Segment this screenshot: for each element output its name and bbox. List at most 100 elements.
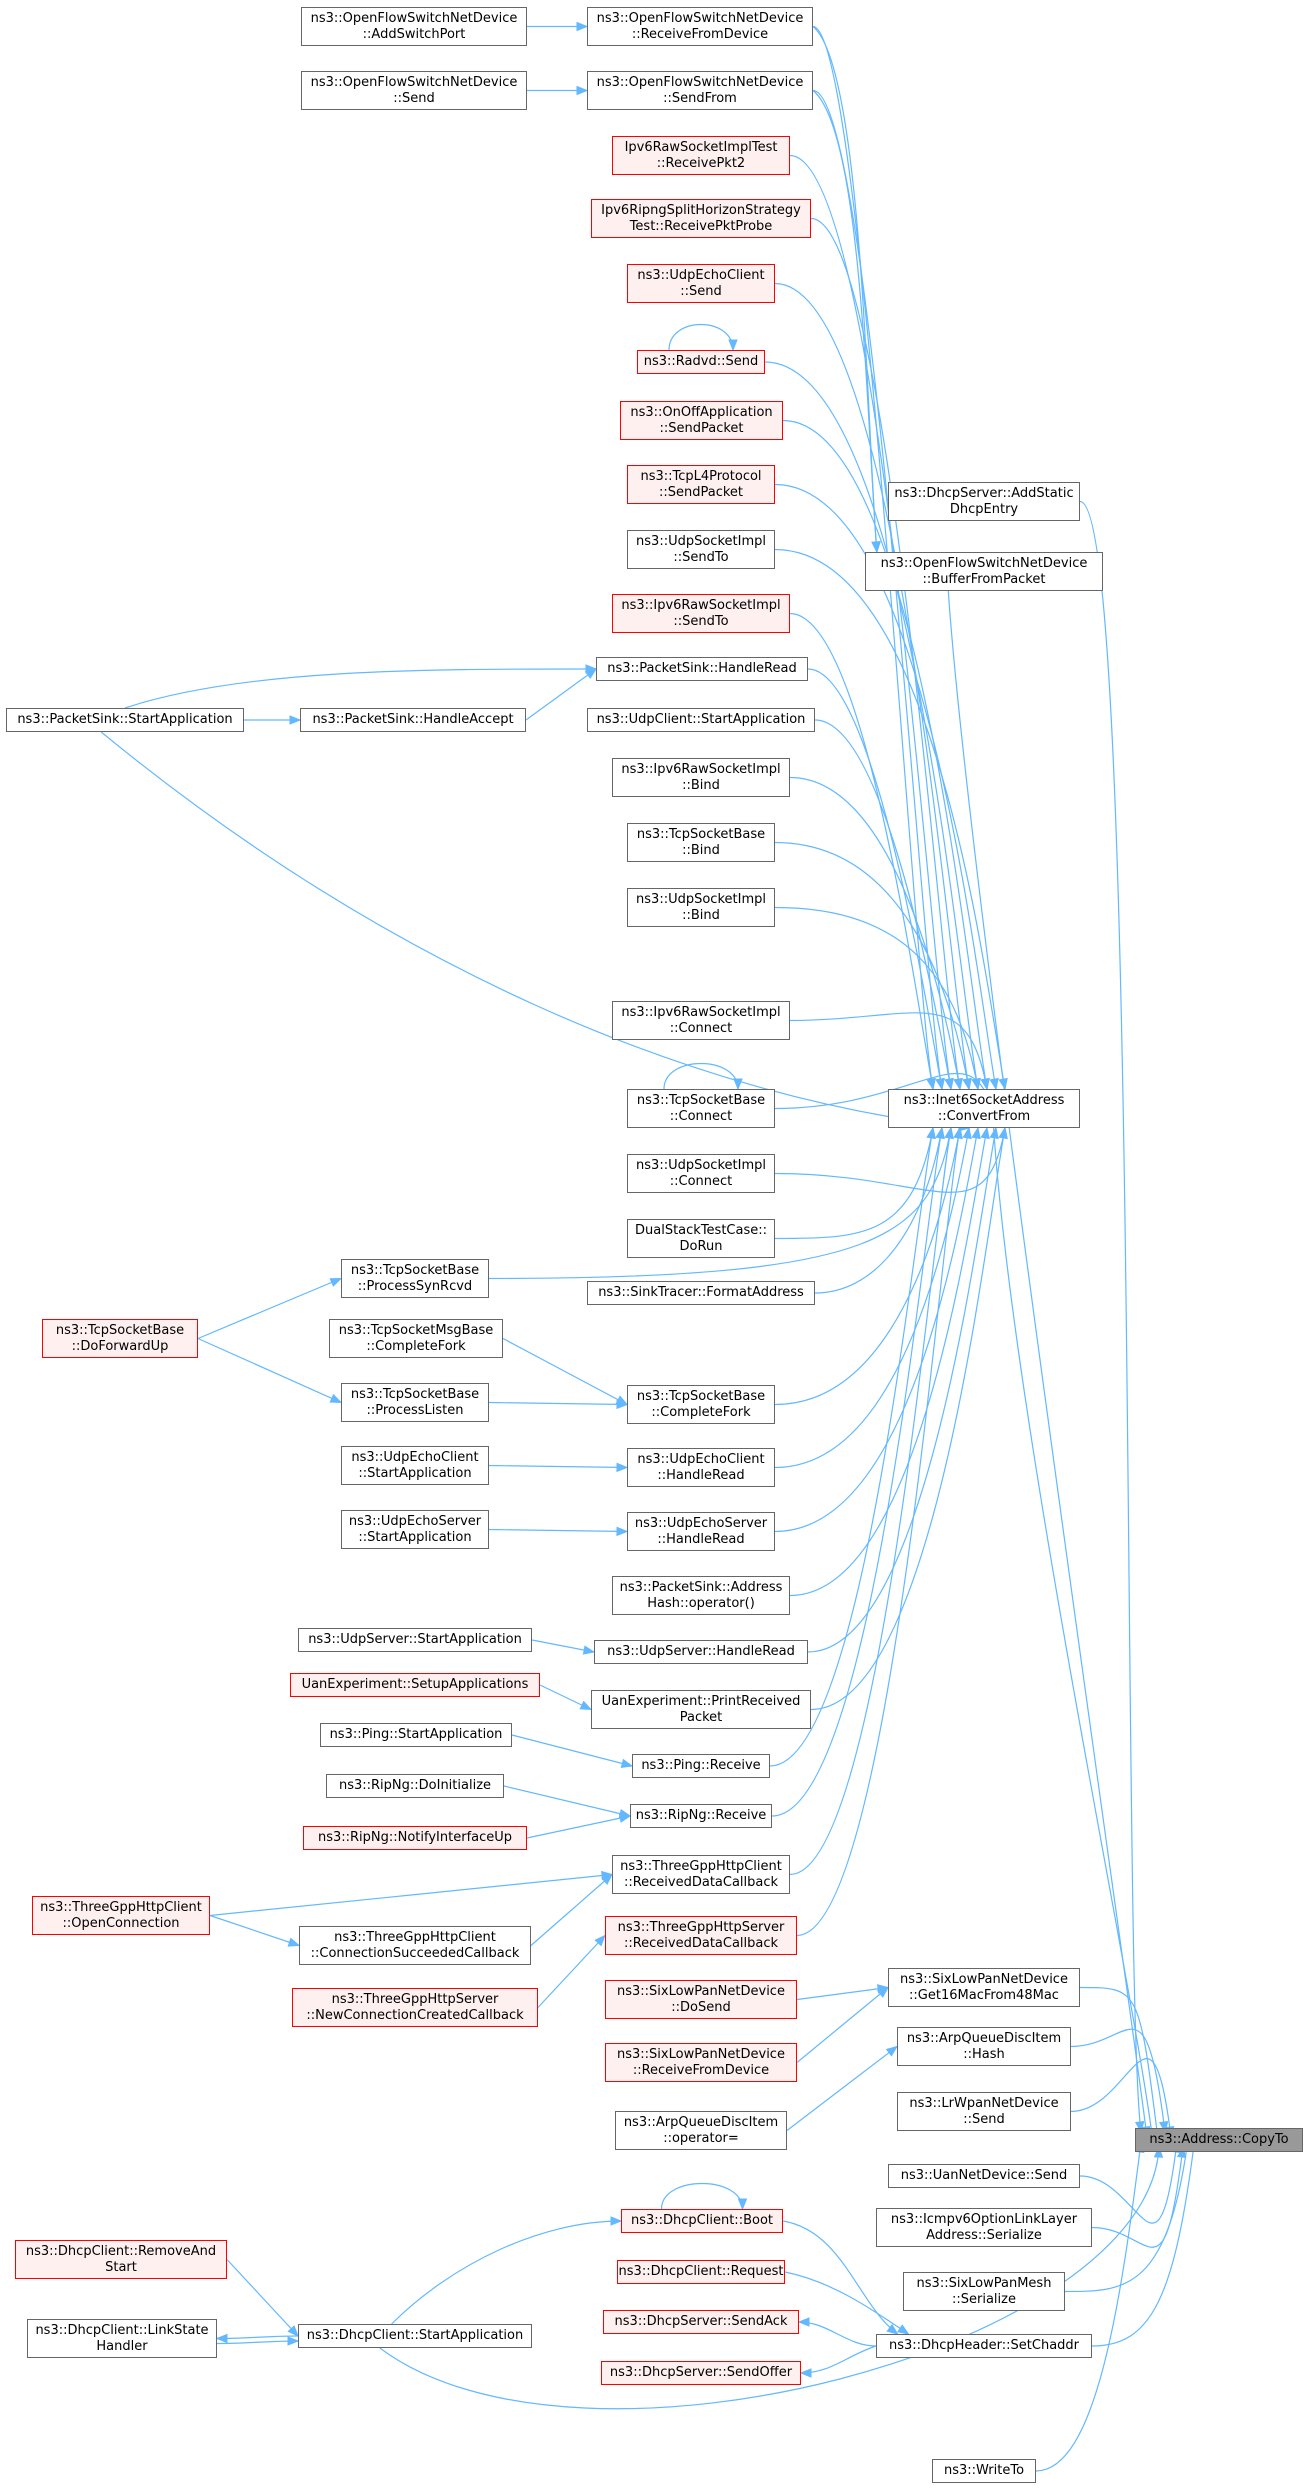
node-writeto[interactable]: ns3::WriteTo [932,2459,1036,2483]
edge-to-convertfrom [782,419,988,1090]
edge-to-convertfrom [789,1012,988,1090]
node-ipv6rawsocketimpl-sendto[interactable]: ns3::Ipv6RawSocketImpl::SendTo [612,594,790,633]
node-tcpl4protocol-sendpacket[interactable]: ns3::TcpL4Protocol::SendPacket [627,465,775,504]
node-label-line: ns3::ThreeGppHttpClient [40,1899,202,1915]
node-lrwpannetdevice-send[interactable]: ns3::LrWpanNetDevice::Send [897,2092,1071,2131]
node-udpechoclient-handleread[interactable]: ns3::UdpEchoClient::HandleRead [627,1448,775,1487]
node-uannetdevice-send[interactable]: ns3::UanNetDevice::Send [888,2164,1080,2188]
node-label-line: ns3::RipNg::Receive [635,1808,767,1823]
node-sixlowpan-dosend[interactable]: ns3::SixLowPanNetDevice::DoSend [605,1980,797,2019]
node-tcpsocketbase-connect[interactable]: ns3::TcpSocketBase::Connect [627,1089,775,1128]
node-label-line: ns3::SinkTracer::FormatAddress [598,1285,804,1300]
node-udpserver-handleread[interactable]: ns3::UdpServer::HandleRead [594,1640,808,1664]
edge-arrowhead [962,1077,972,1091]
edge-arrowhead [926,1126,936,1140]
node-ipv6rawsocketimpl-connect[interactable]: ns3::Ipv6RawSocketImpl::Connect [612,1001,790,1040]
node-label-line: ns3::SixLowPanMesh [916,2275,1052,2291]
node-udpserver-startapplication[interactable]: ns3::UdpServer::StartApplication [298,1628,532,1652]
node-udpsocketimpl-bind[interactable]: ns3::UdpSocketImpl::Bind [627,888,775,927]
node-tcpsocketbase-bind[interactable]: ns3::TcpSocketBase::Bind [627,823,775,862]
node-sixlowpan-get16macfrom48mac[interactable]: ns3::SixLowPanNetDevice::Get16MacFrom48M… [888,1968,1080,2007]
node-threegpphttpserver-receiveddatacallback[interactable]: ns3::ThreeGppHttpServer::ReceivedDataCal… [605,1916,797,1955]
edge-to-convertfrom [774,1127,934,1240]
node-dhcpclient-boot[interactable]: ns3::DhcpClient::Boot [621,2209,783,2233]
node-label-line: ::ProcessListen [366,1402,464,1418]
node-label-line: ::ReceivedDataCallback [623,1935,779,1951]
edge-arrowhead [616,1462,629,1473]
node-dhcpclient-request[interactable]: ns3::DhcpClient::Request [617,2260,785,2284]
node-packetsink-handleaccept[interactable]: ns3::PacketSink::HandleAccept [300,708,526,732]
node-threegpphttpclient-openconnection[interactable]: ns3::ThreeGppHttpClient::OpenConnection [32,1896,210,1935]
node-ipv6rawsocketimpl-bind[interactable]: ns3::Ipv6RawSocketImpl::Bind [612,758,790,797]
node-sixlowpan-receivefromdevice[interactable]: ns3::SixLowPanNetDevice::ReceiveFromDevi… [605,2043,797,2082]
node-openflow-addswitchport[interactable]: ns3::OpenFlowSwitchNetDevice::AddSwitchP… [301,7,527,46]
node-tcpsocketbase-completefork[interactable]: ns3::TcpSocketBase::CompleteFork [627,1385,775,1424]
node-udpechoserver-startapplication[interactable]: ns3::UdpEchoServer::StartApplication [341,1510,489,1549]
node-udpechoserver-handleread[interactable]: ns3::UdpEchoServer::HandleRead [627,1512,775,1551]
node-udpclient-startapplication[interactable]: ns3::UdpClient::StartApplication [587,708,815,732]
node-label-line: Hash::operator() [647,1595,755,1611]
edge-arrowhead [885,2045,899,2057]
node-openflow-bufferfrompacket[interactable]: ns3::OpenFlowSwitchNetDevice::BufferFrom… [865,552,1103,591]
node-onoffapplication-sendpacket[interactable]: ns3::OnOffApplication::SendPacket [620,401,783,440]
node-packetsink-handleread[interactable]: ns3::PacketSink::HandleRead [596,657,808,681]
node-label-line: ns3::UdpEchoServer [634,1515,768,1531]
edge-to-convertfrom [789,1127,988,1597]
node-openflow-sendfrom[interactable]: ns3::OpenFlowSwitchNetDevice::SendFrom [587,71,813,110]
node-openflow-receivefromdevice[interactable]: ns3::OpenFlowSwitchNetDevice::ReceiveFro… [587,7,813,46]
node-dhcpserver-sendack[interactable]: ns3::DhcpServer::SendAck [603,2310,799,2334]
node-sinktracer-formataddress[interactable]: ns3::SinkTracer::FormatAddress [587,1281,815,1305]
node-udpechoclient-send[interactable]: ns3::UdpEchoClient::Send [627,264,775,303]
node-ping-receive[interactable]: ns3::Ping::Receive [632,1754,770,1778]
node-threegpphttpserver-newconnectioncreatedcallback[interactable]: ns3::ThreeGppHttpServer::NewConnectionCr… [292,1988,538,2027]
edge-arrowhead [616,1399,629,1410]
node-dhcpheader-setchaddr[interactable]: ns3::DhcpHeader::SetChaddr [876,2334,1092,2358]
node-threegpphttpclient-connectionsucceededcallback[interactable]: ns3::ThreeGppHttpClient::ConnectionSucce… [299,1926,531,1965]
node-dualstacktestcase-dorun[interactable]: DualStackTestCase::DoRun [627,1219,775,1258]
edge-startapp-linkstate [216,2335,299,2340]
node-tcpsocketbase-doforwardup[interactable]: ns3::TcpSocketBase::DoForwardUp [42,1319,198,1358]
edge-arrowhead [737,2198,748,2211]
edge-startapp-handleread [124,668,597,709]
node-uanexperiment-setupapplications[interactable]: UanExperiment::SetupApplications [290,1673,540,1697]
node-arpqueuediscitem-hash[interactable]: ns3::ArpQueueDiscItem::Hash [897,2027,1071,2066]
node-dhcpserver-sendoffer[interactable]: ns3::DhcpServer::SendOffer [601,2361,801,2385]
node-label-line: Handler [96,2338,148,2354]
node-ipv6rawsocketimpltest-receivepkt2[interactable]: Ipv6RawSocketImplTest::ReceivePkt2 [612,136,790,175]
node-label-line: ns3::PacketSink::HandleAccept [312,712,514,727]
node-label-line: ns3::LrWpanNetDevice [909,2095,1059,2111]
node-label-line: ::StartApplication [358,1465,472,1481]
node-ping-startapplication[interactable]: ns3::Ping::StartApplication [320,1723,512,1747]
edge-operator-hash [786,2046,898,2131]
node-ripng-doinitialize[interactable]: ns3::RipNg::DoInitialize [326,1774,504,1798]
node-tcpsocketbase-processlisten[interactable]: ns3::TcpSocketBase::ProcessListen [341,1383,489,1422]
node-threegpphttpclient-receiveddatacallback[interactable]: ns3::ThreeGppHttpClient::ReceivedDataCal… [612,1855,790,1894]
node-openflow-send[interactable]: ns3::OpenFlowSwitchNetDevice::Send [301,71,527,110]
edge-arrowhead [620,1758,634,1768]
node-tcpsocketmsgbase-completefork[interactable]: ns3::TcpSocketMsgBase::CompleteFork [329,1319,503,1358]
edge-to-copyto [1070,2058,1172,2138]
node-ripng-receive[interactable]: ns3::RipNg::Receive [630,1804,772,1828]
node-tcpsocketbase-processsynrcvd[interactable]: ns3::TcpSocketBase::ProcessSynRcvd [341,1259,489,1298]
node-dhcpclient-startapplication[interactable]: ns3::DhcpClient::StartApplication [298,2324,532,2348]
edge-dhcpclient-boot-self-loop [660,2183,744,2210]
edge-arrowhead [594,1934,606,1947]
node-sixlowpanmesh-serialize[interactable]: ns3::SixLowPanMesh::Serialize [903,2272,1065,2311]
node-inet6socketaddress-convertfrom[interactable]: ns3::Inet6SocketAddress::ConvertFrom [888,1089,1080,1128]
node-udpechoclient-startapplication[interactable]: ns3::UdpEchoClient::StartApplication [341,1446,489,1485]
node-radvd-send[interactable]: ns3::Radvd::Send [637,350,765,374]
node-udpsocketimpl-connect[interactable]: ns3::UdpSocketImpl::Connect [627,1154,775,1193]
node-ripng-notifyinterfaceup[interactable]: ns3::RipNg::NotifyInterfaceUp [303,1826,527,1850]
node-packetsink-startapplication[interactable]: ns3::PacketSink::StartApplication [6,708,244,732]
node-label-line: ::HandleRead [657,1531,745,1547]
node-udpsocketimpl-sendto[interactable]: ns3::UdpSocketImpl::SendTo [627,530,775,569]
node-label-line: ns3::UdpEchoClient [637,1451,765,1467]
node-arpqueuediscitem-operator-assign[interactable]: ns3::ArpQueueDiscItem::operator= [615,2111,787,2150]
